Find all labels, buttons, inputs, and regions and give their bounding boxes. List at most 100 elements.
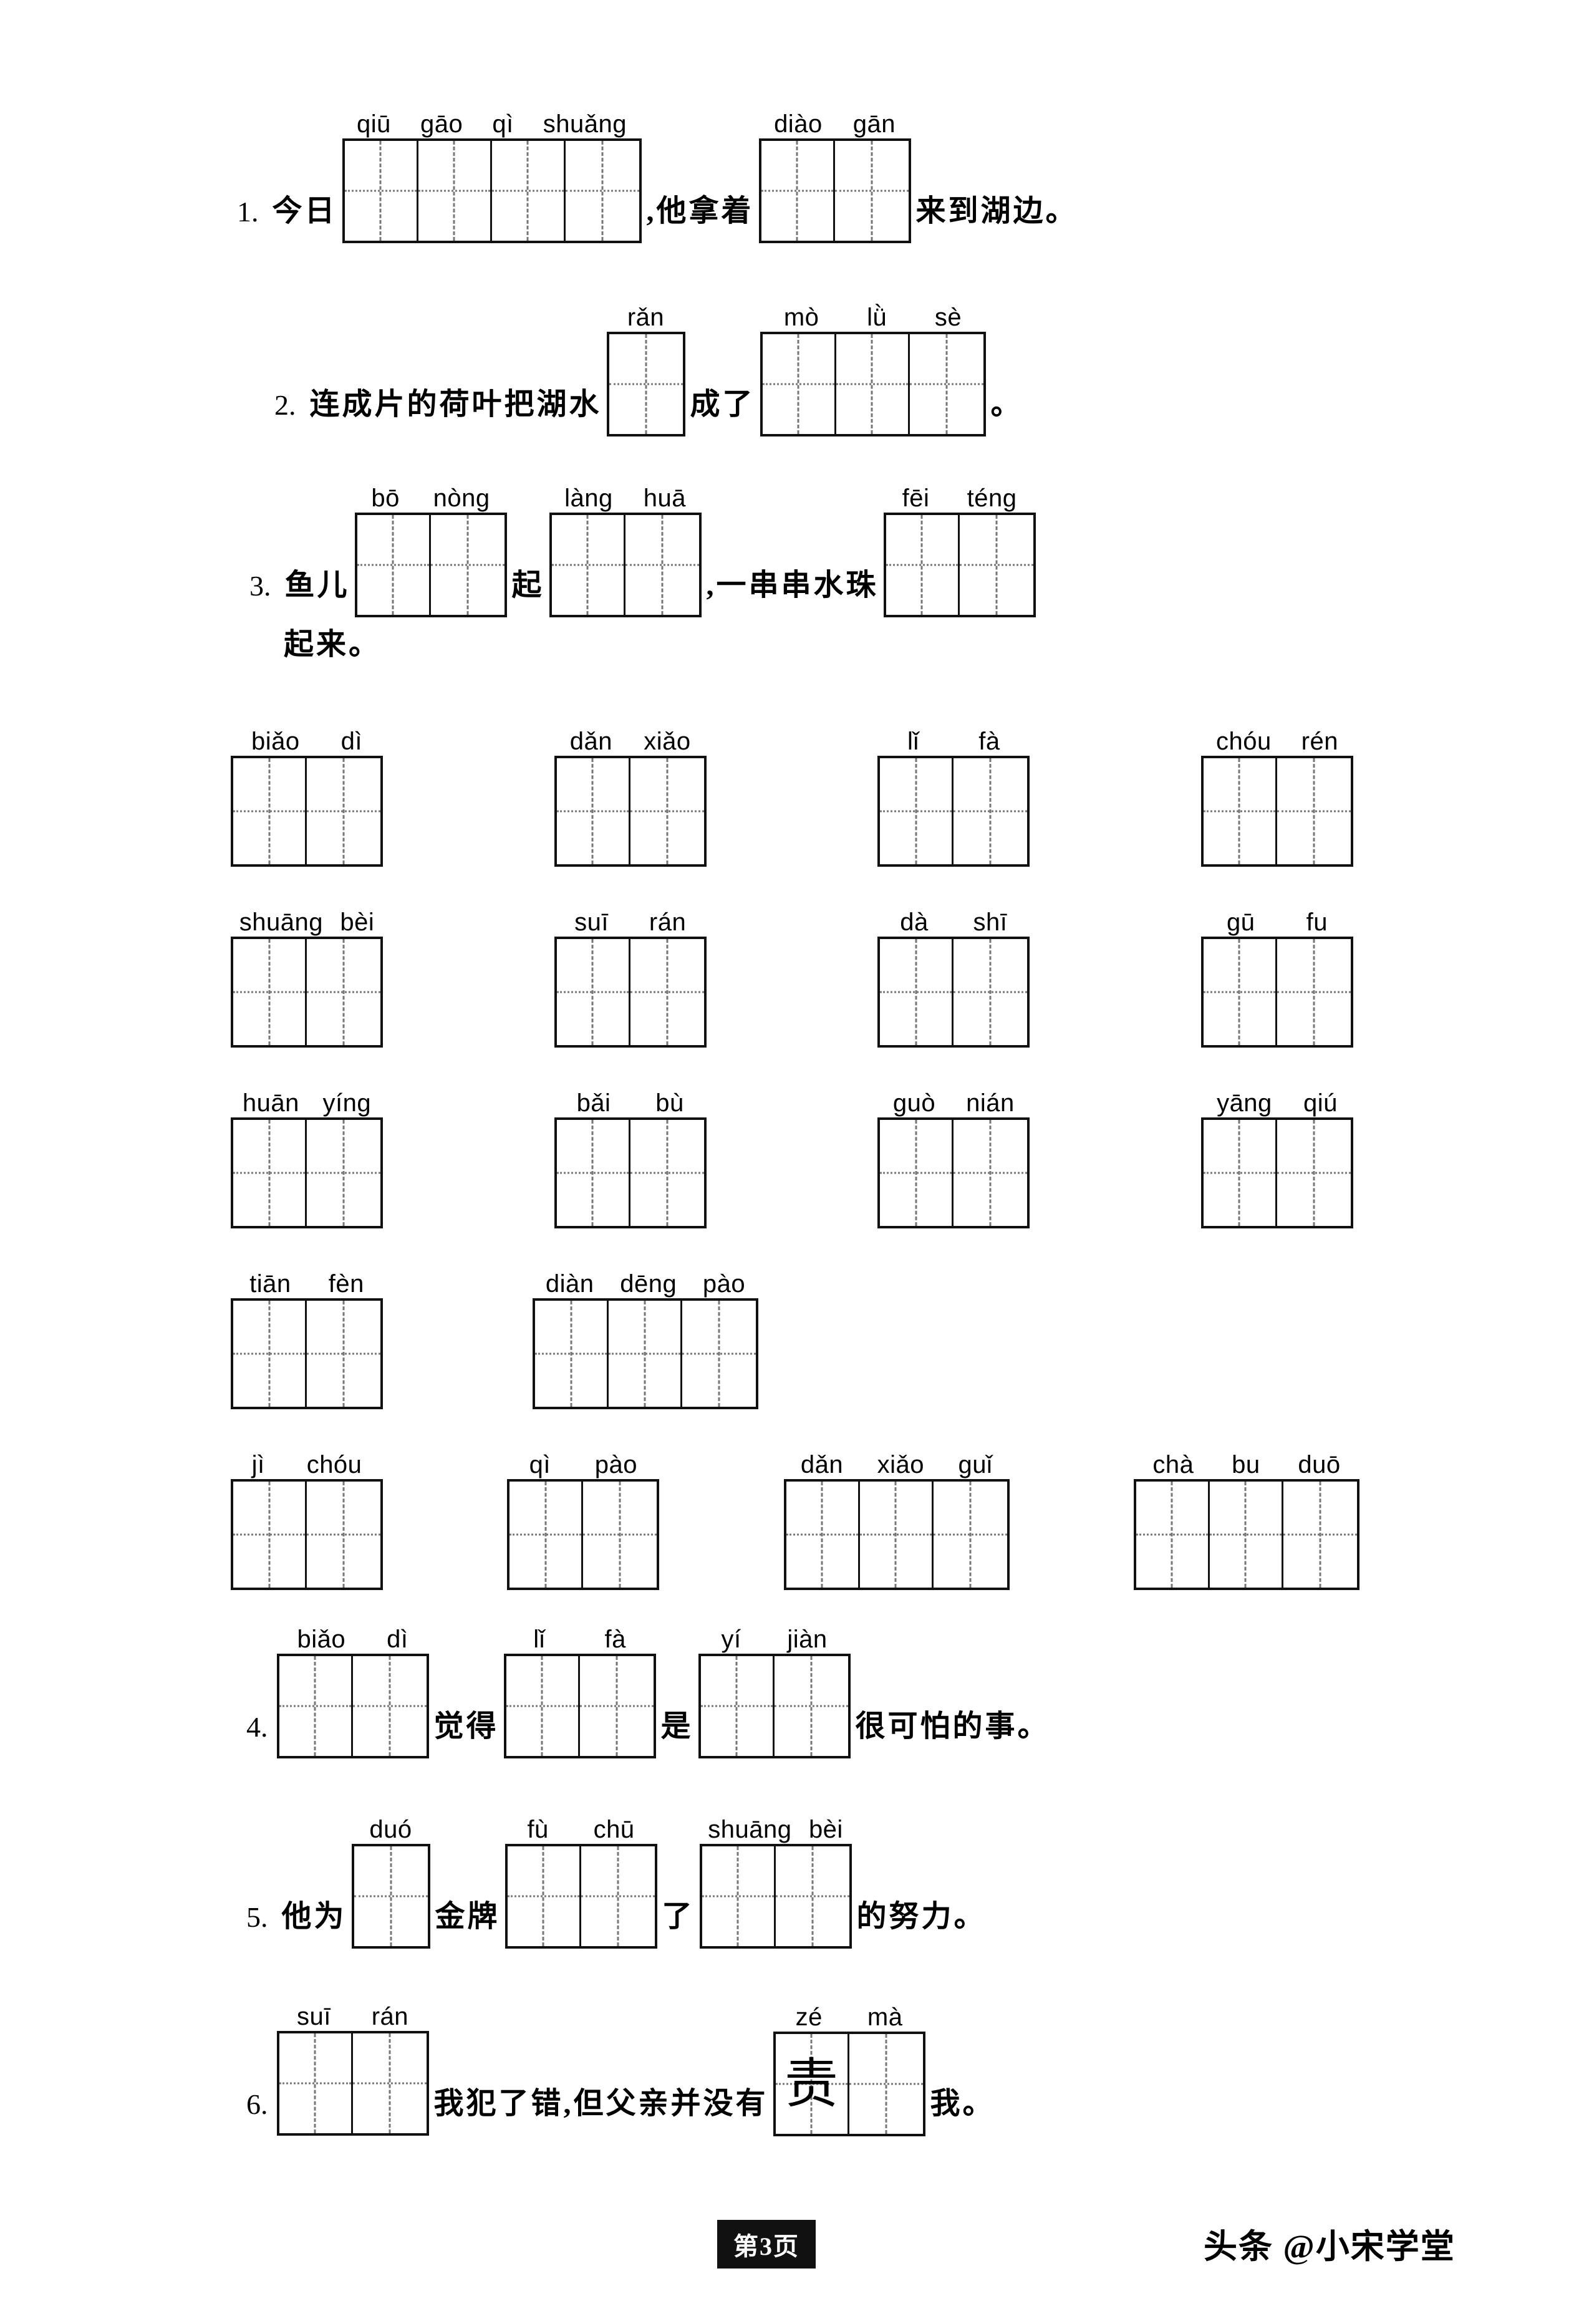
character-cell[interactable]: [775, 1656, 848, 1756]
character-cell[interactable]: [682, 1301, 756, 1407]
character-cell[interactable]: [630, 1120, 704, 1226]
character-cell[interactable]: [786, 1482, 860, 1588]
character-cell[interactable]: [431, 515, 505, 615]
character-cell[interactable]: [354, 1846, 428, 1946]
character-cell[interactable]: [307, 1482, 380, 1588]
character-cell[interactable]: [630, 939, 704, 1045]
character-cell[interactable]: [860, 1482, 934, 1588]
character-grid[interactable]: [877, 937, 1030, 1048]
character-cell[interactable]: [880, 758, 954, 864]
character-grid[interactable]: [507, 1479, 660, 1590]
character-grid[interactable]: [231, 1479, 383, 1590]
character-cell[interactable]: [583, 1482, 657, 1588]
character-grid[interactable]: [549, 513, 702, 617]
character-cell[interactable]: [307, 939, 380, 1045]
character-grid[interactable]: [354, 513, 507, 617]
character-cell[interactable]: [880, 939, 954, 1045]
character-cell[interactable]: [279, 1656, 353, 1756]
character-cell[interactable]: 责: [776, 2034, 849, 2134]
character-cell[interactable]: [625, 515, 699, 615]
character-cell[interactable]: [307, 1301, 380, 1407]
character-cell[interactable]: [1277, 939, 1351, 1045]
character-grid[interactable]: [760, 332, 986, 436]
character-cell[interactable]: [307, 1120, 380, 1226]
character-cell[interactable]: [701, 1656, 775, 1756]
character-cell[interactable]: [345, 141, 418, 241]
character-cell[interactable]: [279, 2033, 353, 2133]
character-grid[interactable]: [231, 937, 383, 1048]
character-cell[interactable]: [1204, 1120, 1277, 1226]
character-cell[interactable]: [934, 1482, 1007, 1588]
character-cell[interactable]: [1277, 758, 1351, 864]
character-cell[interactable]: [776, 1846, 849, 1946]
character-cell[interactable]: [509, 1482, 584, 1588]
character-cell[interactable]: [702, 1846, 776, 1946]
character-grid[interactable]: [1200, 756, 1353, 867]
character-cell[interactable]: [566, 141, 639, 241]
character-cell[interactable]: [353, 2033, 427, 2133]
character-cell[interactable]: [233, 1301, 307, 1407]
character-grid[interactable]: [758, 138, 911, 243]
character-cell[interactable]: [580, 1656, 654, 1756]
character-grid[interactable]: [231, 756, 383, 867]
character-cell[interactable]: [557, 1120, 630, 1226]
character-cell[interactable]: [552, 515, 625, 615]
character-grid[interactable]: [276, 1654, 429, 1758]
character-grid[interactable]: [554, 1117, 707, 1228]
character-cell[interactable]: [307, 758, 380, 864]
character-grid[interactable]: [505, 1844, 657, 1949]
character-grid[interactable]: [231, 1298, 383, 1409]
character-cell[interactable]: [506, 1656, 580, 1756]
character-cell[interactable]: [233, 758, 307, 864]
character-cell[interactable]: [233, 939, 307, 1045]
character-cell[interactable]: [761, 141, 835, 241]
character-grid[interactable]: [783, 1479, 1010, 1590]
character-cell[interactable]: [1204, 939, 1277, 1045]
character-grid[interactable]: [533, 1298, 758, 1409]
character-cell[interactable]: [835, 141, 909, 241]
character-cell[interactable]: [609, 1301, 682, 1407]
character-grid[interactable]: [231, 1117, 383, 1228]
character-cell[interactable]: [630, 758, 704, 864]
character-cell[interactable]: [418, 141, 492, 241]
character-cell[interactable]: [233, 1482, 307, 1588]
character-cell[interactable]: [1277, 1120, 1351, 1226]
character-grid[interactable]: [883, 513, 1036, 617]
character-cell[interactable]: [508, 1846, 581, 1946]
character-cell[interactable]: [886, 515, 960, 615]
character-cell[interactable]: [581, 1846, 655, 1946]
character-cell[interactable]: [954, 1120, 1027, 1226]
character-grid[interactable]: [276, 2031, 429, 2136]
character-cell[interactable]: [763, 334, 836, 434]
character-cell[interactable]: [1283, 1482, 1357, 1588]
character-grid[interactable]: [698, 1654, 851, 1758]
character-cell[interactable]: [535, 1301, 609, 1407]
character-cell[interactable]: [836, 334, 910, 434]
character-grid[interactable]: [1200, 937, 1353, 1048]
character-cell[interactable]: [960, 515, 1033, 615]
character-grid[interactable]: [1133, 1479, 1359, 1590]
character-grid[interactable]: [503, 1654, 656, 1758]
character-cell[interactable]: [353, 1656, 427, 1756]
character-grid[interactable]: [342, 138, 642, 243]
character-grid[interactable]: [554, 937, 707, 1048]
character-grid[interactable]: [877, 1117, 1030, 1228]
character-cell[interactable]: [557, 939, 630, 1045]
character-grid[interactable]: 责: [773, 2032, 925, 2136]
character-grid[interactable]: [606, 332, 685, 436]
character-cell[interactable]: [1204, 758, 1277, 864]
character-grid[interactable]: [877, 756, 1030, 867]
character-cell[interactable]: [609, 334, 683, 434]
character-cell[interactable]: [557, 758, 630, 864]
character-cell[interactable]: [492, 141, 566, 241]
character-cell[interactable]: [1136, 1482, 1210, 1588]
character-cell[interactable]: [910, 334, 983, 434]
character-grid[interactable]: [699, 1844, 852, 1949]
character-cell[interactable]: [233, 1120, 307, 1226]
character-grid[interactable]: [554, 756, 707, 867]
character-cell[interactable]: [1210, 1482, 1283, 1588]
character-cell[interactable]: [880, 1120, 954, 1226]
character-cell[interactable]: [954, 939, 1027, 1045]
character-cell[interactable]: [849, 2034, 923, 2134]
character-cell[interactable]: [954, 758, 1027, 864]
